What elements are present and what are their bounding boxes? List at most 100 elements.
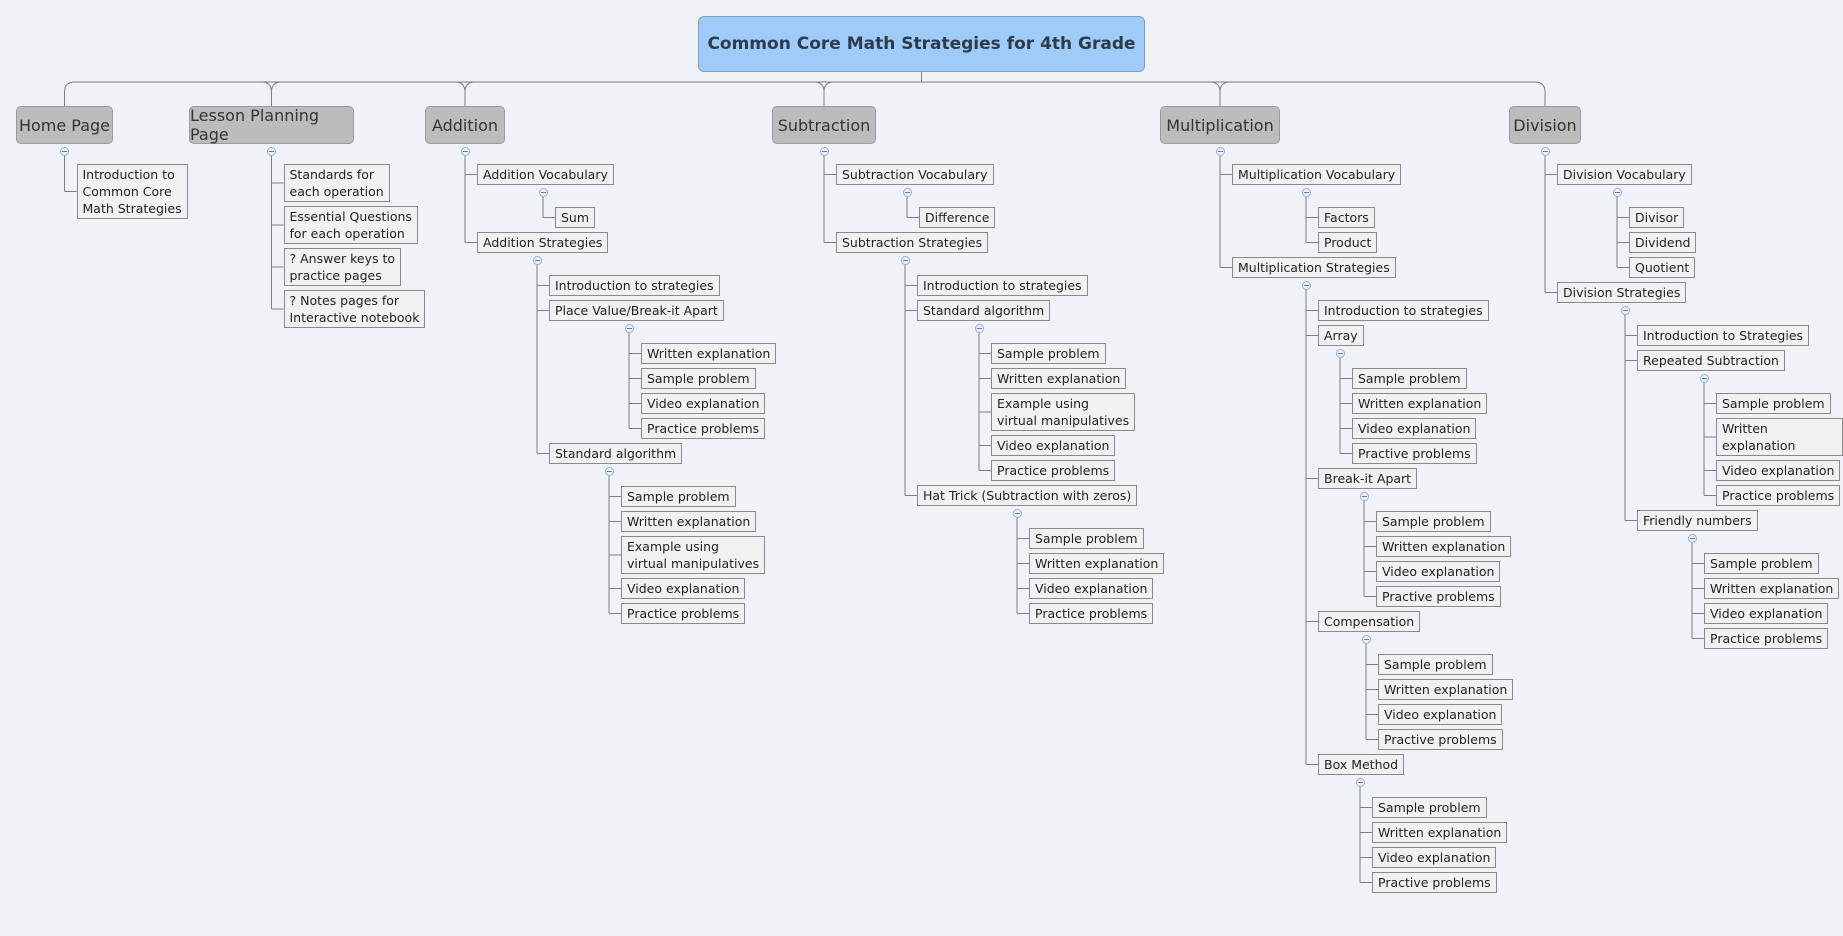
collapse-toggle-icon[interactable] xyxy=(624,323,634,333)
topic-hat-trick-subtraction-with-zeros[interactable]: Hat Trick (Subtraction with zeros) xyxy=(917,485,1138,506)
topic-introduction-to-strategies[interactable]: Introduction to strategies xyxy=(917,275,1088,296)
topic-notes-pages-for[interactable]: ? Notes pages for Interactive notebook xyxy=(283,290,426,328)
topic-written-explanation[interactable]: Written explanation xyxy=(1716,418,1843,456)
topic-written-explanation[interactable]: Written explanation xyxy=(991,368,1127,389)
topic-division-strategies[interactable]: Division Strategies xyxy=(1557,282,1687,303)
topic-compensation[interactable]: Compensation xyxy=(1318,611,1421,632)
topic-addition-strategies[interactable]: Addition Strategies xyxy=(477,232,609,253)
topic-practice-problems[interactable]: Practice problems xyxy=(641,418,766,439)
topic-sample-problem[interactable]: Sample problem xyxy=(621,486,736,507)
collapse-toggle-icon[interactable] xyxy=(1699,373,1709,383)
branch-multiplication[interactable]: Multiplication xyxy=(1160,106,1280,144)
topic-place-value-break-it-apart[interactable]: Place Value/Break-it Apart xyxy=(549,300,724,321)
topic-sum[interactable]: Sum xyxy=(555,207,596,228)
collapse-toggle-icon[interactable] xyxy=(1355,777,1365,787)
topic-practice-problems[interactable]: Practice problems xyxy=(1716,485,1841,506)
topic-sample-problem[interactable]: Sample problem xyxy=(1376,511,1491,532)
collapse-toggle-icon[interactable] xyxy=(1612,187,1622,197)
topic-video-explanation[interactable]: Video explanation xyxy=(1704,603,1829,624)
topic-array[interactable]: Array xyxy=(1318,325,1364,346)
topic-factors[interactable]: Factors xyxy=(1318,207,1375,228)
collapse-toggle-icon[interactable] xyxy=(1215,146,1225,156)
topic-introduction-to-strategies[interactable]: Introduction to strategies xyxy=(549,275,720,296)
collapse-toggle-icon[interactable] xyxy=(1361,634,1371,644)
topic-written-explanation[interactable]: Written explanation xyxy=(1704,578,1840,599)
collapse-toggle-icon[interactable] xyxy=(974,323,984,333)
collapse-toggle-icon[interactable] xyxy=(1335,348,1345,358)
topic-essential-questions[interactable]: Essential Questions for each operation xyxy=(283,206,418,244)
topic-written-explanation[interactable]: Written explanation xyxy=(1378,679,1514,700)
branch-lesson-planning-page[interactable]: Lesson Planning Page xyxy=(189,106,354,144)
topic-video-explanation[interactable]: Video explanation xyxy=(1376,561,1501,582)
collapse-toggle-icon[interactable] xyxy=(1301,280,1311,290)
topic-introduction-to[interactable]: Introduction to Common Core Math Strateg… xyxy=(76,164,188,219)
topic-addition-vocabulary[interactable]: Addition Vocabulary xyxy=(477,164,614,185)
topic-written-explanation[interactable]: Written explanation xyxy=(1372,822,1508,843)
collapse-toggle-icon[interactable] xyxy=(60,146,69,156)
topic-video-explanation[interactable]: Video explanation xyxy=(1716,460,1841,481)
collapse-toggle-icon[interactable] xyxy=(267,146,276,156)
collapse-toggle-icon[interactable] xyxy=(604,466,614,476)
collapse-toggle-icon[interactable] xyxy=(538,187,548,197)
topic-example-using[interactable]: Example using virtual manipulatives xyxy=(991,393,1136,431)
topic-written-explanation[interactable]: Written explanation xyxy=(641,343,777,364)
topic-written-explanation[interactable]: Written explanation xyxy=(621,511,757,532)
topic-practice-problems[interactable]: Practice problems xyxy=(1029,603,1154,624)
topic-introduction-to-strategies[interactable]: Introduction to strategies xyxy=(1318,300,1489,321)
collapse-toggle-icon[interactable] xyxy=(1687,533,1697,543)
collapse-toggle-icon[interactable] xyxy=(900,255,910,265)
topic-product[interactable]: Product xyxy=(1318,232,1378,253)
branch-division[interactable]: Division xyxy=(1509,106,1581,144)
topic-video-explanation[interactable]: Video explanation xyxy=(1352,418,1477,439)
topic-standard-algorithm[interactable]: Standard algorithm xyxy=(917,300,1051,321)
topic-difference[interactable]: Difference xyxy=(919,207,996,228)
topic-sample-problem[interactable]: Sample problem xyxy=(1352,368,1467,389)
topic-video-explanation[interactable]: Video explanation xyxy=(1029,578,1154,599)
topic-subtraction-strategies[interactable]: Subtraction Strategies xyxy=(836,232,989,253)
topic-break-it-apart[interactable]: Break-it Apart xyxy=(1318,468,1418,489)
topic-written-explanation[interactable]: Written explanation xyxy=(1352,393,1488,414)
root-topic[interactable]: Common Core Math Strategies for 4th Grad… xyxy=(698,16,1145,72)
topic-video-explanation[interactable]: Video explanation xyxy=(621,578,746,599)
topic-multiplication-vocabulary[interactable]: Multiplication Vocabulary xyxy=(1232,164,1402,185)
topic-video-explanation[interactable]: Video explanation xyxy=(991,435,1116,456)
topic-practive-problems[interactable]: Practive problems xyxy=(1376,586,1501,607)
topic-dividend[interactable]: Dividend xyxy=(1629,232,1697,253)
topic-practive-problems[interactable]: Practive problems xyxy=(1352,443,1477,464)
topic-answer-keys-to[interactable]: ? Answer keys to practice pages xyxy=(283,248,402,286)
topic-sample-problem[interactable]: Sample problem xyxy=(1378,654,1493,675)
topic-practice-problems[interactable]: Practice problems xyxy=(621,603,746,624)
topic-example-using[interactable]: Example using virtual manipulatives xyxy=(621,536,766,574)
topic-sample-problem[interactable]: Sample problem xyxy=(1029,528,1144,549)
branch-addition[interactable]: Addition xyxy=(425,106,505,144)
topic-multiplication-strategies[interactable]: Multiplication Strategies xyxy=(1232,257,1396,278)
collapse-toggle-icon[interactable] xyxy=(1359,491,1369,501)
topic-standard-algorithm[interactable]: Standard algorithm xyxy=(549,443,683,464)
branch-home-page[interactable]: Home Page xyxy=(16,106,113,144)
collapse-toggle-icon[interactable] xyxy=(460,146,470,156)
branch-subtraction[interactable]: Subtraction xyxy=(772,106,876,144)
topic-division-vocabulary[interactable]: Division Vocabulary xyxy=(1557,164,1692,185)
topic-sample-problem[interactable]: Sample problem xyxy=(1704,553,1819,574)
collapse-toggle-icon[interactable] xyxy=(1012,508,1022,518)
topic-video-explanation[interactable]: Video explanation xyxy=(1372,847,1497,868)
topic-video-explanation[interactable]: Video explanation xyxy=(1378,704,1503,725)
topic-sample-problem[interactable]: Sample problem xyxy=(641,368,756,389)
topic-sample-problem[interactable]: Sample problem xyxy=(1372,797,1487,818)
topic-introduction-to-strategies[interactable]: Introduction to Strategies xyxy=(1637,325,1810,346)
topic-practice-problems[interactable]: Practice problems xyxy=(1704,628,1829,649)
topic-quotient[interactable]: Quotient xyxy=(1629,257,1696,278)
collapse-toggle-icon[interactable] xyxy=(1301,187,1311,197)
topic-subtraction-vocabulary[interactable]: Subtraction Vocabulary xyxy=(836,164,994,185)
collapse-toggle-icon[interactable] xyxy=(902,187,912,197)
topic-box-method[interactable]: Box Method xyxy=(1318,754,1405,775)
topic-practice-problems[interactable]: Practice problems xyxy=(991,460,1116,481)
topic-written-explanation[interactable]: Written explanation xyxy=(1029,553,1165,574)
topic-friendly-numbers[interactable]: Friendly numbers xyxy=(1637,510,1758,531)
topic-repeated-subtraction[interactable]: Repeated Subtraction xyxy=(1637,350,1785,371)
topic-practive-problems[interactable]: Practive problems xyxy=(1372,872,1497,893)
collapse-toggle-icon[interactable] xyxy=(819,146,829,156)
topic-video-explanation[interactable]: Video explanation xyxy=(641,393,766,414)
topic-standards-for[interactable]: Standards for each operation xyxy=(283,164,390,202)
topic-divisor[interactable]: Divisor xyxy=(1629,207,1685,228)
